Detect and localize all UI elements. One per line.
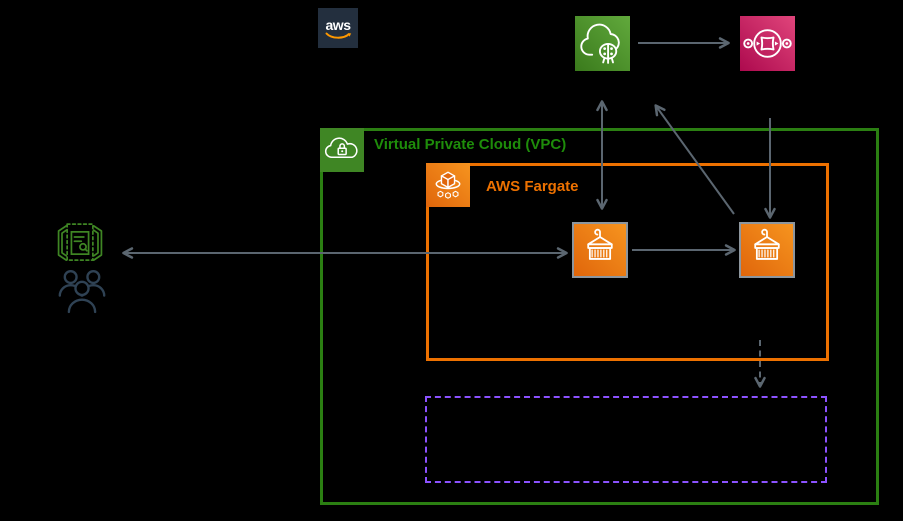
aws-logo-text: aws [326,17,352,33]
web-app-ui-icon [50,219,110,267]
container-glyph [587,228,613,260]
ai-ml-cloud-icon [575,16,630,71]
ai-ml-cloud-glyph [580,23,620,64]
container-glyph [754,228,780,260]
fargate-glyph [435,171,461,199]
message-broker-glyph [743,29,792,58]
vpc-cloud-lock-icon [320,128,364,172]
container-icon-2 [739,222,795,278]
web-app-ui-glyph [57,223,103,261]
message-broker-icon [740,16,795,71]
dashed-group-box [425,396,827,483]
aws-logo-glyph: aws [325,17,352,39]
vpc-label: Virtual Private Cloud (VPC) [374,136,567,153]
users-glyph [58,269,106,314]
aws-logo: aws [318,8,358,48]
fargate-boundary-box [426,163,829,361]
container-icon-1 [572,222,628,278]
fargate-label: AWS Fargate [486,178,579,195]
fargate-icon [426,163,470,207]
users-icon [53,263,111,321]
vpc-cloud-lock-glyph [324,137,358,158]
